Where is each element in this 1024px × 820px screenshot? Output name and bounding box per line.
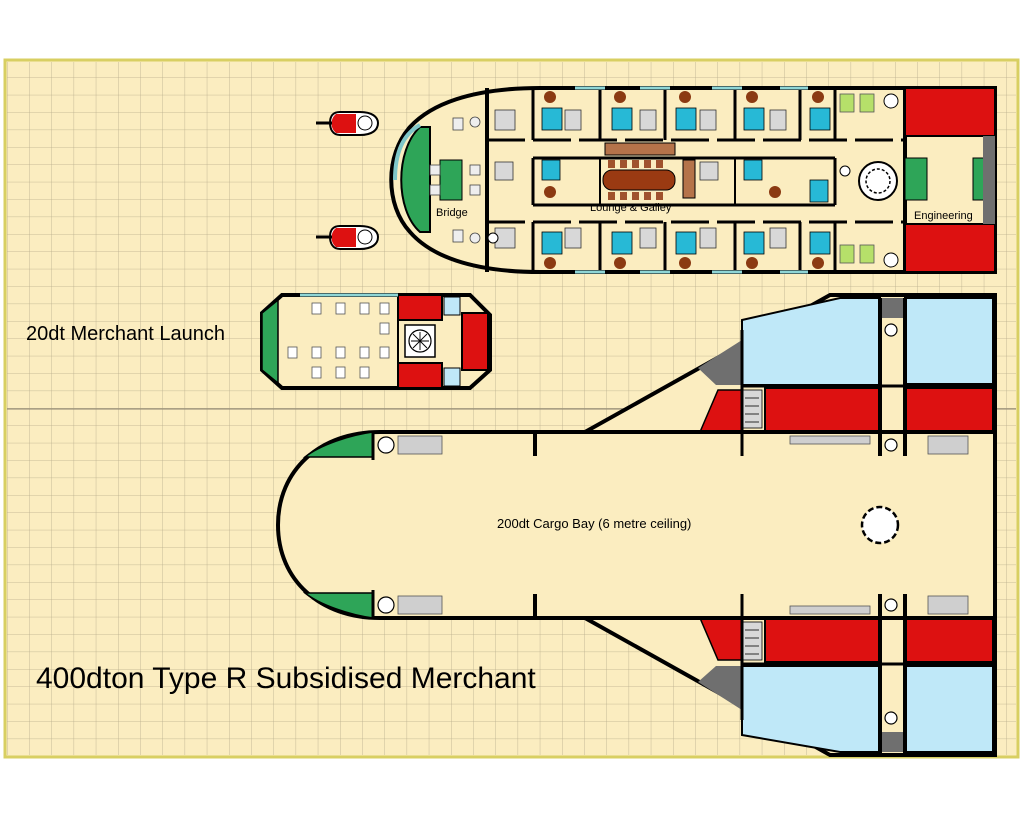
iris-valve-icon <box>487 93 899 268</box>
iris-valve-icon <box>377 323 898 725</box>
engine-red <box>904 87 996 137</box>
air-raft-icon <box>316 111 380 136</box>
fuel-blue <box>904 297 994 385</box>
engine-red <box>461 312 489 371</box>
machinery-grey <box>880 298 905 318</box>
air-raft-icon <box>316 225 380 250</box>
machinery-icon <box>839 93 875 264</box>
engine-red <box>764 617 881 663</box>
galley-counter <box>604 142 676 156</box>
launch-label: 20dt Merchant Launch <box>26 323 225 345</box>
lounge-label: Lounge & Galley <box>590 202 672 214</box>
engine-red <box>904 387 994 433</box>
cargo-bay-label: 200dt Cargo Bay (6 metre ceiling) <box>497 516 691 531</box>
elevator-icon <box>860 505 900 545</box>
engine-red <box>764 387 881 433</box>
launch-cockpit-green <box>261 298 279 385</box>
bridge-window <box>393 123 422 181</box>
engine-red <box>904 617 994 663</box>
fuel-blue <box>443 367 461 387</box>
engineering-machinery <box>983 136 995 224</box>
upper-hull: Bridge Lounge & Galley Engineering <box>389 86 997 274</box>
locker-icon <box>397 435 969 615</box>
stateroom-row-top <box>531 88 837 140</box>
engine-red <box>397 294 443 321</box>
bridge-console-green <box>400 126 431 233</box>
engineering-label: Engineering <box>914 210 973 222</box>
machinery-grey <box>880 732 905 752</box>
bunk-icon <box>541 107 831 255</box>
elevator-icon <box>865 168 891 194</box>
hull-window-strip <box>575 86 808 274</box>
machinery-grey <box>698 666 742 710</box>
refresher-icon <box>494 109 787 249</box>
cargo-hull <box>275 293 997 757</box>
galley-counter <box>682 159 696 199</box>
engine-red <box>904 223 996 273</box>
fuel-blue <box>904 665 994 753</box>
elevator-icon <box>858 161 898 201</box>
machinery-grey <box>698 340 742 385</box>
stateroom-row-bottom <box>531 222 837 272</box>
locker-icon <box>741 389 763 661</box>
fuel-blue <box>741 665 881 753</box>
engine-red <box>397 362 443 389</box>
fuel-blue <box>443 296 461 316</box>
chair-icon <box>287 302 390 379</box>
power-plant-green <box>904 157 928 201</box>
chair-icon <box>429 116 481 244</box>
chair-icon <box>544 91 824 269</box>
ship-title: 400dton Type R Subsidised Merchant <box>36 662 536 695</box>
galley-chairs <box>608 160 663 200</box>
table-icon <box>602 169 676 191</box>
merchant-launch <box>260 293 492 390</box>
bridge-console-green <box>439 159 463 201</box>
bridge-label: Bridge <box>436 207 468 219</box>
